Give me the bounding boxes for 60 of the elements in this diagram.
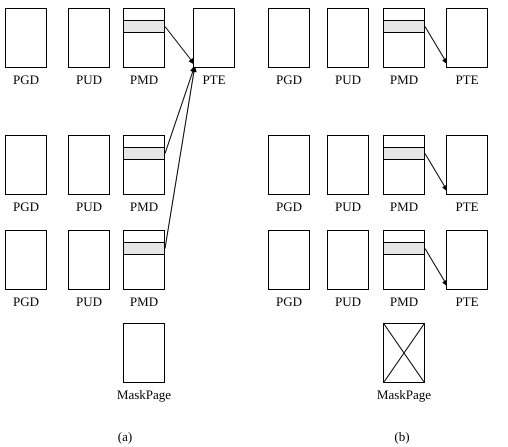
page-label: PMD xyxy=(130,200,158,214)
page-box xyxy=(68,8,110,68)
page-label: PGD xyxy=(13,73,39,87)
page-box xyxy=(268,230,310,290)
table-entry-bar xyxy=(383,242,425,255)
page-box xyxy=(327,230,369,290)
page-label: MaskPage xyxy=(116,388,172,402)
page-label: MaskPage xyxy=(376,388,432,402)
page-box xyxy=(268,135,310,195)
page-label: PUD xyxy=(76,200,102,214)
page-label: PUD xyxy=(76,295,102,309)
page-label: PUD xyxy=(76,73,102,87)
crossed-page-box xyxy=(383,323,425,383)
page-box xyxy=(5,230,47,290)
panel-caption: (a) xyxy=(118,430,132,444)
panel-caption: (b) xyxy=(394,430,410,444)
page-label: PMD xyxy=(130,73,158,87)
page-label: PMD xyxy=(390,295,418,309)
page-box xyxy=(446,135,488,195)
page-box xyxy=(446,230,488,290)
page-label: PMD xyxy=(390,200,418,214)
page-label: PMD xyxy=(390,73,418,87)
arrow xyxy=(164,26,196,66)
page-box xyxy=(123,8,165,68)
page-label: PTE xyxy=(455,295,479,309)
page-box xyxy=(5,8,47,68)
page-box xyxy=(123,135,165,195)
page-label: PGD xyxy=(276,200,302,214)
table-entry-bar xyxy=(383,147,425,160)
page-label: PUD xyxy=(335,295,361,309)
page-label: PGD xyxy=(276,73,302,87)
page-label: PGD xyxy=(276,295,302,309)
page-box xyxy=(68,230,110,290)
page-box xyxy=(383,230,425,290)
page-label: PUD xyxy=(335,73,361,87)
page-label: PGD xyxy=(13,200,39,214)
arrow xyxy=(424,26,448,66)
arrow xyxy=(424,248,448,288)
page-box xyxy=(327,8,369,68)
table-entry-bar xyxy=(383,20,425,33)
page-box xyxy=(383,8,425,68)
page-box xyxy=(5,135,47,195)
page-box xyxy=(68,135,110,195)
page-box xyxy=(446,8,488,68)
page-label: PTE xyxy=(202,73,226,87)
table-entry-bar xyxy=(123,242,165,255)
page-label: PMD xyxy=(130,295,158,309)
table-entry-bar xyxy=(123,20,165,33)
page-label: PTE xyxy=(455,200,479,214)
page-box xyxy=(383,135,425,195)
page-box xyxy=(193,8,235,68)
page-label: PGD xyxy=(13,295,39,309)
arrow xyxy=(424,153,448,192)
page-box xyxy=(123,323,165,383)
page-label: PUD xyxy=(335,200,361,214)
page-label: PTE xyxy=(455,73,479,87)
page-box xyxy=(327,135,369,195)
table-entry-bar xyxy=(123,147,165,160)
page-box xyxy=(123,230,165,290)
page-box xyxy=(268,8,310,68)
